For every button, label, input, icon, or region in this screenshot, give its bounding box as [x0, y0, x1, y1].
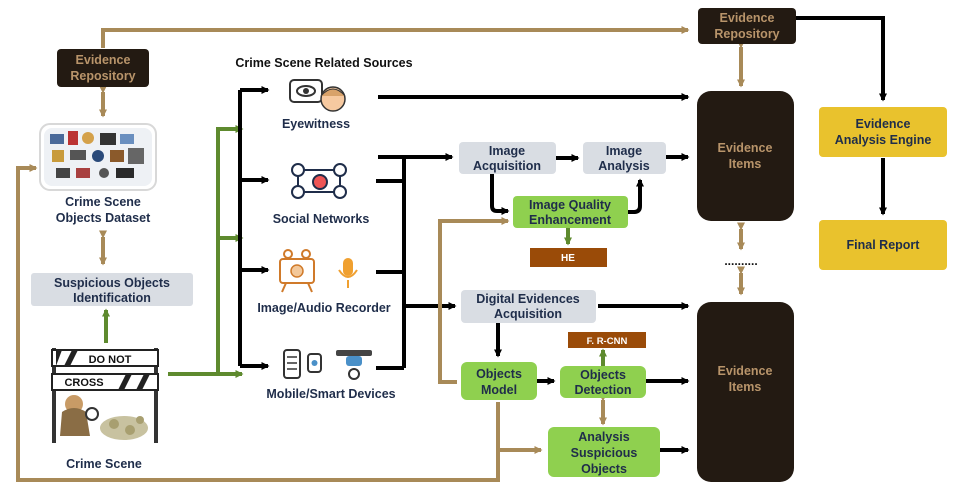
image-analysis-line2: Analysis [598, 159, 649, 173]
crime-scene-dataset-icon [39, 123, 157, 191]
crime-scene-label: Crime Scene [66, 457, 142, 471]
items-bottom-line1: Evidence [718, 364, 773, 378]
identification-line2: Identification [73, 291, 151, 305]
objects-detection-line1: Objects [580, 368, 626, 382]
model-to-analysis-arrow [496, 404, 543, 454]
repo-to-repo-arrow [101, 26, 690, 48]
digital-evidences-acquisition[interactable]: Digital Evidences Acquisition [461, 290, 596, 323]
source-bus [378, 155, 406, 368]
top-evidence-repository[interactable]: Evidence Repository [698, 8, 796, 44]
left-repository-line1: Evidence [76, 53, 131, 67]
analysis-suspicious-line2: Suspicious [571, 446, 638, 460]
objects-model-line1: Objects [476, 367, 522, 381]
analysis-suspicious-objects[interactable]: Analysis Suspicious Objects [548, 427, 660, 477]
recorder-label: Image/Audio Recorder [257, 301, 390, 315]
social-networks-label: Social Networks [273, 212, 370, 226]
recorder-icon [279, 249, 358, 293]
repo-to-engine-arrow [796, 16, 887, 102]
final-report[interactable]: Final Report [819, 220, 947, 270]
digital-acq-line2: Acquisition [494, 307, 562, 321]
tape-text-2: CROSS [64, 377, 103, 389]
image-quality-enhancement[interactable]: Image Quality Enhancement [513, 196, 628, 228]
connectors [16, 16, 887, 482]
acq-to-enhancement-arrow [490, 174, 510, 215]
suspicious-objects-identification[interactable]: Suspicious Objects Identification [31, 273, 193, 306]
objects-detection[interactable]: Objects Detection [560, 366, 646, 398]
he-box[interactable]: HE [530, 248, 607, 267]
evidence-items-ellipsis: .......... [724, 254, 757, 268]
model-to-dataset-loop [16, 164, 500, 482]
top-repository-line1: Evidence [720, 11, 775, 25]
image-acquisition[interactable]: Image Acquisition [459, 142, 556, 174]
related-sources-title: Crime Scene Related Sources [235, 56, 412, 70]
dataset-label-line2: Objects Dataset [56, 211, 151, 225]
digital-acq-line1: Digital Evidences [476, 292, 580, 306]
items-bottom-line2: Items [729, 380, 762, 394]
eyewitness-label: Eyewitness [282, 117, 350, 131]
frcnn-box[interactable]: F. R-CNN [568, 332, 646, 348]
objects-model[interactable]: Objects Model [461, 362, 537, 400]
left-repository-line2: Repository [70, 69, 135, 83]
engine-line1: Evidence [856, 117, 911, 131]
frcnn-label: F. R-CNN [587, 336, 628, 347]
crime-scene-icon: DO NOT CROSS [51, 348, 159, 448]
evidence-items-bottom[interactable]: Evidence Items [697, 302, 794, 482]
final-report-label: Final Report [847, 238, 921, 252]
objects-model-line2: Model [481, 383, 517, 397]
image-analysis[interactable]: Image Analysis [583, 142, 666, 174]
eyewitness-icon [289, 79, 346, 112]
enhancement-line2: Enhancement [529, 213, 612, 227]
social-networks-icon [291, 163, 347, 199]
objects-detection-line2: Detection [575, 383, 632, 397]
image-acquisition-line2: Acquisition [473, 159, 541, 173]
he-label: HE [561, 253, 575, 264]
model-to-enhancement-loop [438, 217, 510, 384]
engine-line2: Analysis Engine [835, 133, 932, 147]
image-acquisition-line1: Image [489, 144, 525, 158]
image-analysis-line1: Image [606, 144, 642, 158]
enhancement-to-analysis-arrow [628, 178, 644, 214]
evidence-analysis-engine[interactable]: Evidence Analysis Engine [819, 107, 947, 157]
analysis-suspicious-line1: Analysis [578, 430, 629, 444]
mobile-devices-label: Mobile/Smart Devices [266, 387, 395, 401]
analysis-suspicious-line3: Objects [581, 462, 627, 476]
enhancement-line1: Image Quality [529, 198, 611, 212]
scene-to-sources-green [168, 125, 244, 376]
identification-line1: Suspicious Objects [54, 276, 170, 290]
mobile-devices-icon [283, 349, 372, 380]
top-repository-line2: Repository [714, 27, 779, 41]
left-evidence-repository[interactable]: Evidence Repository [57, 49, 149, 87]
evidence-items-top[interactable]: Evidence Items [697, 91, 794, 221]
dataset-label-line1: Crime Scene [65, 195, 141, 209]
tape-text-1: DO NOT [89, 354, 132, 366]
items-top-line1: Evidence [718, 141, 773, 155]
items-top-line2: Items [729, 157, 762, 171]
